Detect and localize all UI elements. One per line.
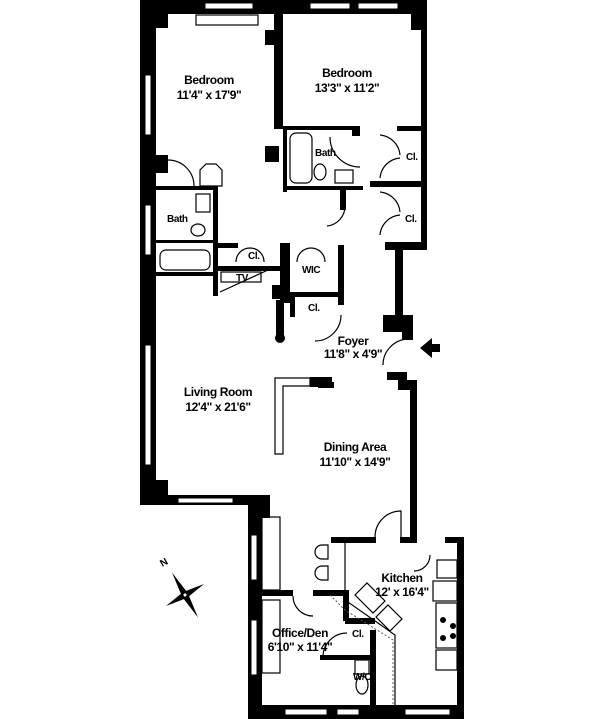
- toilet: [190, 223, 206, 237]
- label-wc: W/C: [353, 672, 371, 683]
- room-name-foyer: Foyer: [338, 334, 369, 348]
- sink: [334, 169, 354, 184]
- partition: [274, 377, 311, 455]
- sink: [195, 193, 211, 213]
- label-bath-upper: Bath: [315, 148, 336, 159]
- bathtub: [289, 132, 313, 184]
- windows: [144, 2, 451, 716]
- room-name-bedroom-2: Bedroom: [322, 66, 372, 80]
- label-wic: WIC: [302, 265, 320, 276]
- label-closet-lower-right: Cl.: [405, 214, 417, 225]
- room-dims-bedroom-1: 11'4" x 17'9": [177, 88, 242, 102]
- doors: [167, 134, 431, 658]
- room-dims-living-room: 12'4" x 21'6": [185, 400, 250, 414]
- label-closet-upper-right: Cl.: [406, 152, 418, 163]
- label-closet-foyer: Cl.: [308, 303, 320, 314]
- room-name-dining-area: Dining Area: [324, 440, 387, 454]
- walls: [140, 0, 464, 719]
- room-name-kitchen: Kitchen: [381, 571, 422, 585]
- radiator: [195, 14, 259, 26]
- toilet: [313, 163, 327, 181]
- compass-north-label: N: [158, 557, 170, 570]
- room-dims-bedroom-2: 13'3" x 11'2": [315, 81, 380, 95]
- vanity: [199, 163, 223, 187]
- room-name-office-den: Office/Den: [272, 626, 328, 640]
- room-dims-foyer: 11'8" x 4'9": [324, 347, 382, 361]
- label-closet-hall: Cl.: [248, 251, 260, 262]
- room-dims-kitchen: 12' x 16'4": [375, 585, 429, 599]
- label-bath-lower: Bath: [167, 214, 188, 225]
- bathtub: [159, 249, 211, 271]
- room-name-bedroom-1: Bedroom: [184, 73, 234, 87]
- compass-rose-icon: [165, 572, 205, 618]
- label-tv: TV: [236, 273, 249, 284]
- room-dims-dining-area: 11'10" x 14'9": [320, 455, 391, 469]
- label-closet-office: Cl.: [352, 629, 364, 640]
- room-name-living-room: Living Room: [184, 385, 252, 399]
- entry-arrow-icon: [420, 338, 440, 358]
- fixtures: [159, 14, 458, 705]
- room-dims-office-den: 6'10" x 11'4": [268, 640, 333, 654]
